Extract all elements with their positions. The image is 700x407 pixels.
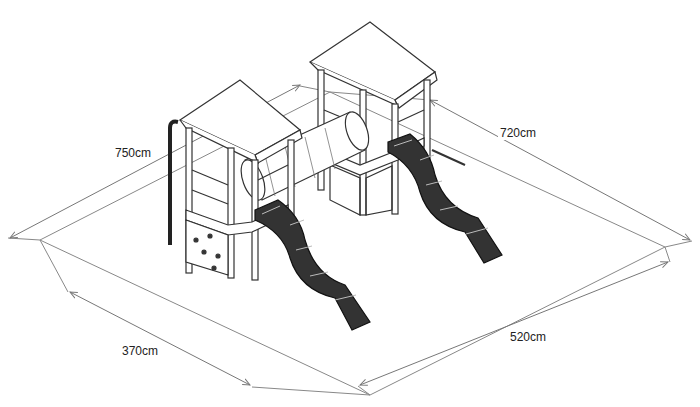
dimension-label: 750cm bbox=[113, 146, 153, 160]
dimension-label: 370cm bbox=[120, 344, 160, 358]
dimension-label: 520cm bbox=[508, 330, 548, 344]
dimension-label: 720cm bbox=[498, 126, 538, 140]
